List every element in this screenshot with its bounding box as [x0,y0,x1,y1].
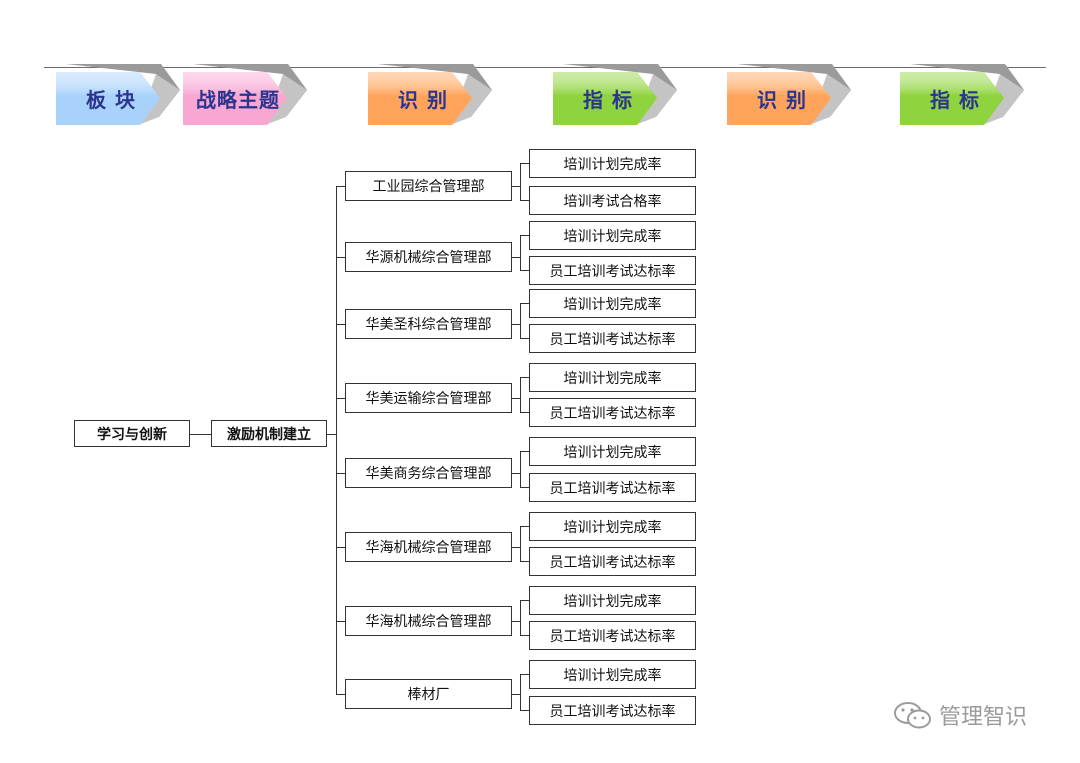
indicator-box: 培训计划完成率 [529,289,696,318]
indicator-box: 培训计划完成率 [529,221,696,250]
connector [336,621,345,622]
header-chevron: 识 别 [368,64,493,125]
connector [520,674,529,675]
indicator-box: 员工培训考试达标率 [529,473,696,502]
connector [327,434,336,435]
indicator-box: 培训计划完成率 [529,512,696,541]
theme-box: 激励机制建立 [211,420,327,447]
connector [520,235,521,270]
connector [336,324,345,325]
connector [512,694,520,695]
connector [336,694,345,695]
connector [520,235,529,236]
indicator-box: 员工培训考试达标率 [529,256,696,285]
connector [520,526,521,561]
department-box: 华美运输综合管理部 [345,383,512,413]
connector [512,186,520,187]
connector [512,621,520,622]
connector [520,487,529,488]
header-rule [44,67,1046,68]
indicator-box: 员工培训考试达标率 [529,621,696,650]
connector [520,303,521,338]
header-chevron: 指 标 [553,64,678,125]
wechat-icon [894,702,931,729]
connector [336,398,345,399]
connector [520,303,529,304]
board-box: 学习与创新 [74,420,190,447]
indicator-box: 培训计划完成率 [529,149,696,178]
connector [190,434,211,435]
connector [520,561,529,562]
connector [336,186,337,694]
indicator-box: 员工培训考试达标率 [529,547,696,576]
department-box: 工业园综合管理部 [345,171,512,201]
connector [512,473,520,474]
connector [512,547,520,548]
connector [336,473,345,474]
chevron-label: 指 标 [583,88,633,112]
connector [336,547,345,548]
department-box: 华美圣科综合管理部 [345,309,512,339]
indicator-box: 员工培训考试达标率 [529,696,696,725]
department-box: 棒材厂 [345,679,512,709]
connector [512,257,520,258]
department-box: 华海机械综合管理部 [345,606,512,636]
connector [520,635,529,636]
indicator-box: 员工培训考试达标率 [529,398,696,427]
department-box: 华美商务综合管理部 [345,458,512,488]
indicator-box: 培训计划完成率 [529,586,696,615]
connector [512,324,520,325]
connector [520,451,521,487]
watermark-text: 管理智识 [939,705,1028,730]
connector [336,257,345,258]
connector [520,200,529,201]
connector [520,163,529,164]
connector [520,600,529,601]
indicator-box: 培训计划完成率 [529,363,696,392]
header-chevron: 指 标 [900,64,1025,125]
chevron-label: 识 别 [757,88,807,112]
department-box: 华源机械综合管理部 [345,242,512,272]
chevron-label: 识 别 [398,88,448,112]
indicator-box: 员工培训考试达标率 [529,324,696,353]
chevron-label: 板 块 [86,88,136,112]
chevron-label: 指 标 [930,88,980,112]
connector [520,412,529,413]
connector [520,377,529,378]
indicator-box: 培训计划完成率 [529,660,696,689]
connector [520,163,521,200]
connector [520,600,521,635]
indicator-box: 培训考试合格率 [529,186,696,215]
connector [336,186,345,187]
department-box: 华海机械综合管理部 [345,532,512,562]
connector [520,710,529,711]
connector [512,398,520,399]
header-chevron: 识 别 [727,64,852,125]
connector [520,674,521,710]
connector [520,451,529,452]
chevron-label: 战略主题 [196,88,280,112]
header-chevron: 板 块 [56,64,181,125]
connector [520,338,529,339]
header-chevron: 战略主题 [183,64,308,125]
connector [520,270,529,271]
connector [520,377,521,412]
connector [520,526,529,527]
indicator-box: 培训计划完成率 [529,437,696,466]
watermark: 管理智识 [893,698,1027,732]
